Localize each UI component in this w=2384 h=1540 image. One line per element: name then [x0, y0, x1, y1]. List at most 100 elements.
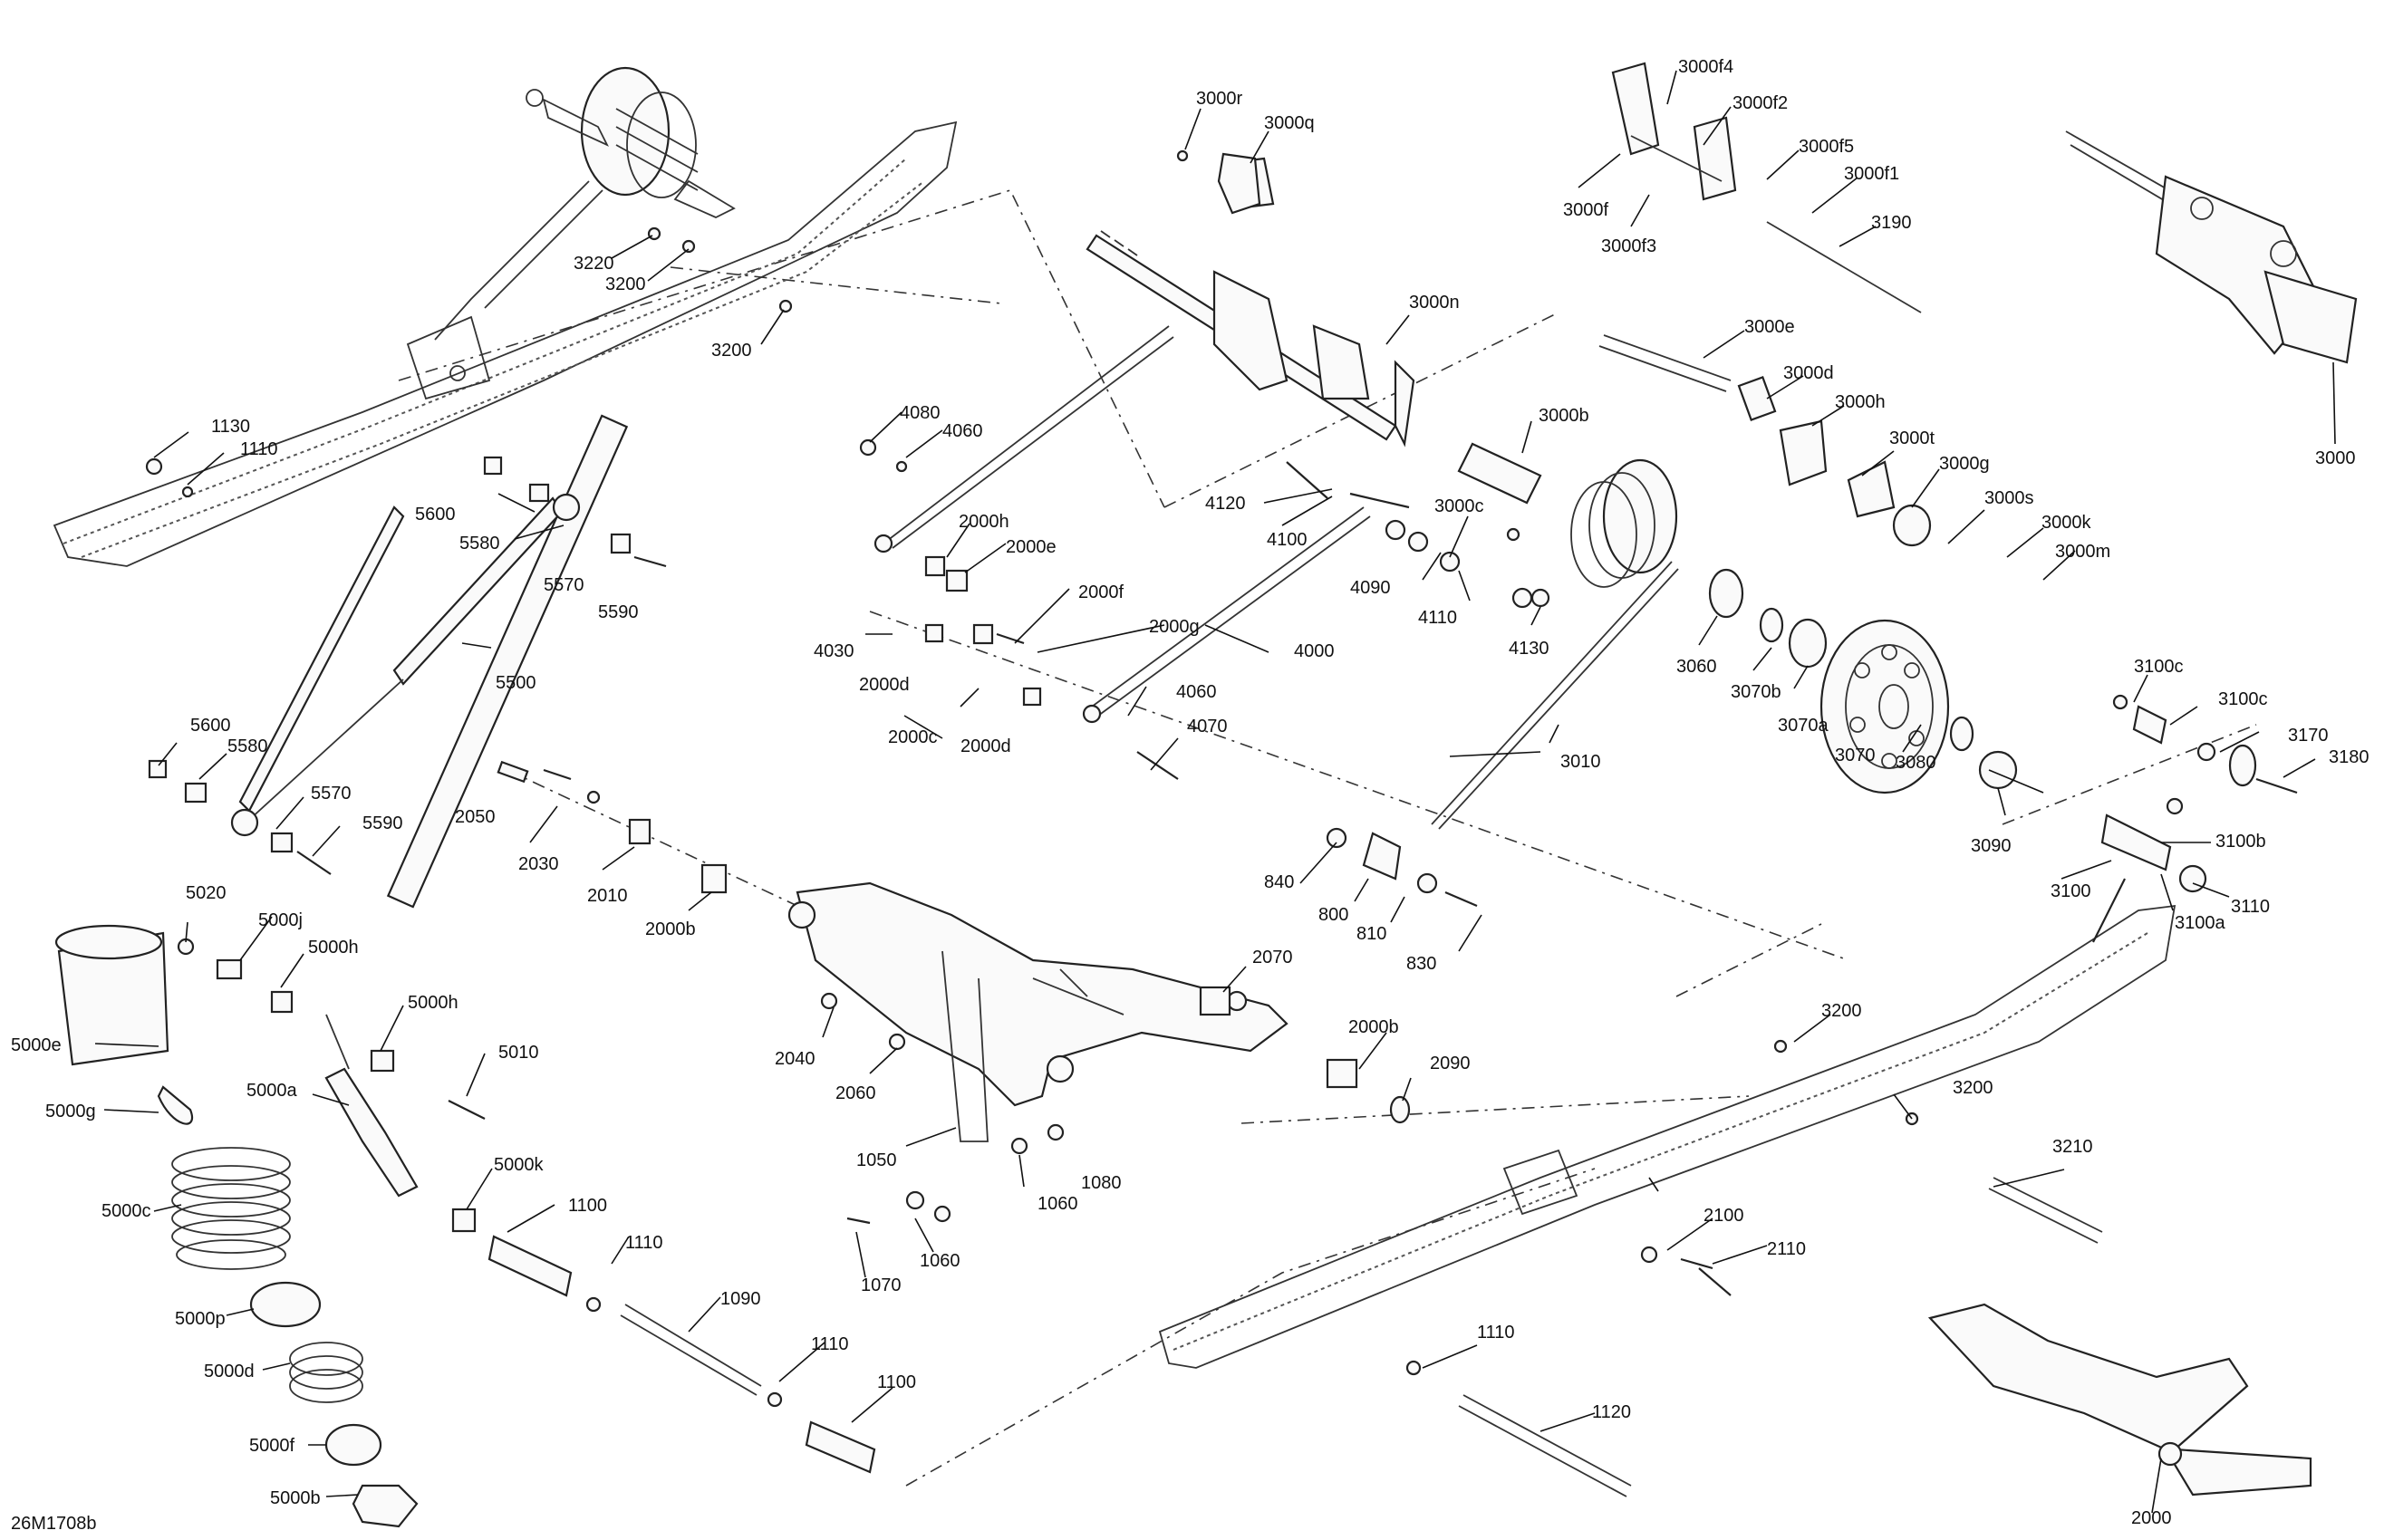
rod-4000: [1082, 506, 1371, 724]
callout-1120: 1120: [1592, 1402, 1631, 1422]
callout-2000d-b: 2000d: [960, 736, 1011, 756]
callout-3010: 3010: [1560, 752, 1601, 772]
callout-5580-b: 5580: [227, 736, 268, 756]
callout-5000g: 5000g: [45, 1102, 96, 1121]
callout-3000e: 3000e: [1744, 317, 1795, 337]
callout-5000p: 5000p: [175, 1309, 226, 1329]
callout-3000: 3000: [2315, 448, 2356, 468]
callout-2070: 2070: [1252, 948, 1293, 967]
callout-3000k: 3000k: [2041, 513, 2091, 533]
callout-3070: 3070: [1835, 746, 1876, 765]
callout-3070a: 3070a: [1778, 716, 1829, 736]
callout-5500: 5500: [496, 673, 536, 693]
callout-3110: 3110: [2231, 897, 2270, 917]
callout-2000d: 2000d: [859, 675, 910, 695]
callout-4000: 4000: [1294, 641, 1335, 661]
callout-3000d: 3000d: [1783, 363, 1834, 383]
callout-3090: 3090: [1971, 836, 2012, 856]
callout-3200-c: 3200: [1821, 1001, 1862, 1021]
callout-3000f5: 3000f5: [1799, 137, 1854, 157]
callout-1100: 1100: [568, 1196, 607, 1216]
callout-3000f1: 3000f1: [1844, 164, 1899, 184]
callout-5010: 5010: [498, 1043, 539, 1063]
callout-3200-d: 3200: [1953, 1078, 1993, 1098]
callout-4080: 4080: [900, 403, 941, 423]
callout-2000b-b: 2000b: [1348, 1017, 1399, 1037]
callout-5020: 5020: [186, 883, 227, 903]
callout-810: 810: [1356, 924, 1386, 944]
diagram-code: 26M1708b: [11, 1514, 97, 1534]
callout-2040: 2040: [775, 1049, 816, 1069]
callout-3000n: 3000n: [1409, 293, 1460, 313]
callout-4130: 4130: [1509, 639, 1549, 659]
callout-800: 800: [1318, 905, 1348, 925]
callout-3100: 3100: [2051, 881, 2091, 901]
callout-4120: 4120: [1205, 494, 1246, 514]
callout-4030: 4030: [814, 641, 854, 661]
swing-arm: [787, 881, 1289, 1142]
callout-5000b: 5000b: [270, 1488, 321, 1508]
callout-830: 830: [1406, 954, 1436, 974]
callout-3060: 3060: [1676, 657, 1717, 677]
callout-3100c-b: 3100c: [2218, 689, 2268, 709]
callout-1050: 1050: [856, 1150, 897, 1170]
callout-1110-d: 1110: [811, 1334, 849, 1354]
callout-3210: 3210: [2052, 1137, 2093, 1157]
callout-1070: 1070: [861, 1275, 902, 1295]
callout-3000h: 3000h: [1835, 392, 1886, 412]
callout-5580: 5580: [459, 534, 500, 553]
callout-2000h: 2000h: [959, 512, 1009, 532]
callout-4060-b: 4060: [1176, 682, 1217, 702]
callout-5570-b: 5570: [311, 784, 352, 804]
callout-2030: 2030: [518, 854, 559, 874]
callout-840: 840: [1264, 872, 1294, 892]
callout-5000c: 5000c: [101, 1201, 151, 1221]
callout-4070: 4070: [1187, 717, 1228, 736]
callout-3200: 3200: [605, 274, 646, 294]
shock-5500: [230, 493, 581, 837]
callout-4090: 4090: [1350, 578, 1391, 598]
callout-2000g: 2000g: [1149, 617, 1200, 637]
callout-4100: 4100: [1267, 530, 1308, 550]
callout-3100b: 3100b: [2215, 832, 2266, 852]
callout-5000a: 5000a: [246, 1081, 297, 1101]
callout-3100a: 3100a: [2175, 913, 2225, 933]
callout-3180: 3180: [2329, 747, 2370, 767]
callout-1110-c: 1110: [1477, 1323, 1515, 1343]
callout-2060: 2060: [835, 1083, 876, 1103]
callout-5600-b: 5600: [190, 716, 231, 736]
callout-3000g: 3000g: [1939, 454, 1990, 474]
callout-5000f: 5000f: [249, 1436, 294, 1456]
callout-3000t: 3000t: [1889, 428, 1935, 448]
callout-3190: 3190: [1871, 213, 1912, 233]
callout-3000q: 3000q: [1264, 113, 1315, 133]
callout-2000: 2000: [2131, 1508, 2172, 1528]
shock-5000: [54, 924, 419, 1528]
callout-5000k: 5000k: [494, 1155, 544, 1175]
callout-1090: 1090: [720, 1289, 761, 1309]
callout-3000s: 3000s: [1984, 488, 2034, 508]
callout-5000h: 5000h: [308, 938, 359, 958]
callout-3000c: 3000c: [1434, 496, 1484, 516]
callout-5570: 5570: [544, 575, 584, 595]
callout-3000f3: 3000f3: [1601, 236, 1656, 256]
front-arm: [238, 414, 629, 909]
callout-2010: 2010: [587, 886, 628, 906]
callout-2000e: 2000e: [1006, 537, 1057, 557]
right-rail-lower: [1158, 904, 2176, 1369]
callout-3000f: 3000f: [1563, 200, 1608, 220]
callout-4060: 4060: [942, 421, 983, 441]
callout-1110-b: 1110: [625, 1233, 663, 1253]
callout-3000m: 3000m: [2055, 542, 2110, 562]
leader-lines: [94, 70, 2336, 1514]
callout-3000b: 3000b: [1539, 406, 1589, 426]
callout-5000h-b: 5000h: [408, 993, 458, 1013]
callout-5000e: 5000e: [11, 1035, 62, 1055]
swing-arm-2000: [1927, 1303, 2312, 1497]
front-axle-assembly: [434, 66, 736, 341]
spring-3010: [1431, 458, 1679, 830]
callout-2000b: 2000b: [645, 919, 696, 939]
callout-2000c: 2000c: [888, 727, 938, 747]
callout-1060-b: 1060: [920, 1251, 960, 1271]
